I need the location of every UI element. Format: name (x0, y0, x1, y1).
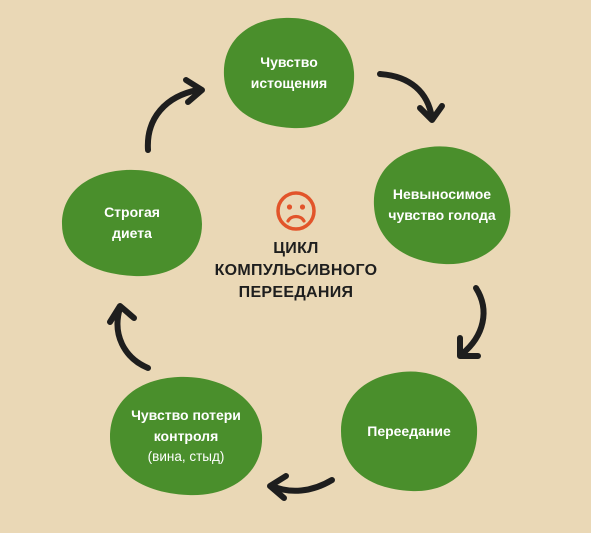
node-loss-of-control-line-1: Чувство потери (131, 407, 241, 423)
node-loss-of-control-shape (110, 376, 263, 496)
node-hunger-shape (373, 146, 511, 265)
arrow-diet-to-exhaustion (144, 77, 205, 153)
center-title-block: ЦИКЛ КОМПУЛЬСИВНОГО ПЕРЕЕДАНИЯ (176, 190, 416, 304)
node-exhaustion-shape (223, 17, 355, 129)
node-overeating: Переедание (339, 369, 479, 493)
node-strict-diet-line-1: Строгая (104, 204, 160, 220)
node-hunger: Невыносимое чувство голода (372, 144, 512, 266)
node-strict-diet-shape (62, 169, 202, 277)
node-exhaustion-line-2: истощения (250, 75, 328, 91)
center-title-line-1: ЦИКЛ (273, 240, 319, 257)
arrow-overeating-to-loss (267, 473, 335, 501)
node-exhaustion: Чувство истощения (222, 16, 356, 130)
node-overeating-line-1: Переедание (367, 422, 451, 439)
arrow-exhaustion-to-hunger (377, 71, 445, 123)
node-overeating-shape (341, 371, 478, 492)
center-title-line-3: ПЕРЕЕДАНИЯ (238, 284, 354, 301)
node-exhaustion-line-1: Чувство (260, 54, 318, 70)
node-strict-diet: Строгая диета (60, 168, 204, 278)
center-title-line-2: КОМПУЛЬСИВНОГО (214, 262, 378, 279)
node-strict-diet-line-2: диета (112, 225, 152, 241)
arrow-hunger-to-overeating (457, 285, 487, 359)
arrow-loss-to-diet (107, 303, 151, 371)
node-hunger-line-1: Невыносимое (392, 186, 492, 202)
node-loss-of-control: Чувство потери контроля (вина, стыд) (108, 375, 264, 497)
node-loss-of-control-line-2: контроля (153, 428, 219, 444)
node-hunger-line-2: чувство голода (388, 207, 496, 223)
sad-face-icon (276, 191, 316, 231)
node-loss-of-control-sub: (вина, стыд) (147, 449, 225, 464)
